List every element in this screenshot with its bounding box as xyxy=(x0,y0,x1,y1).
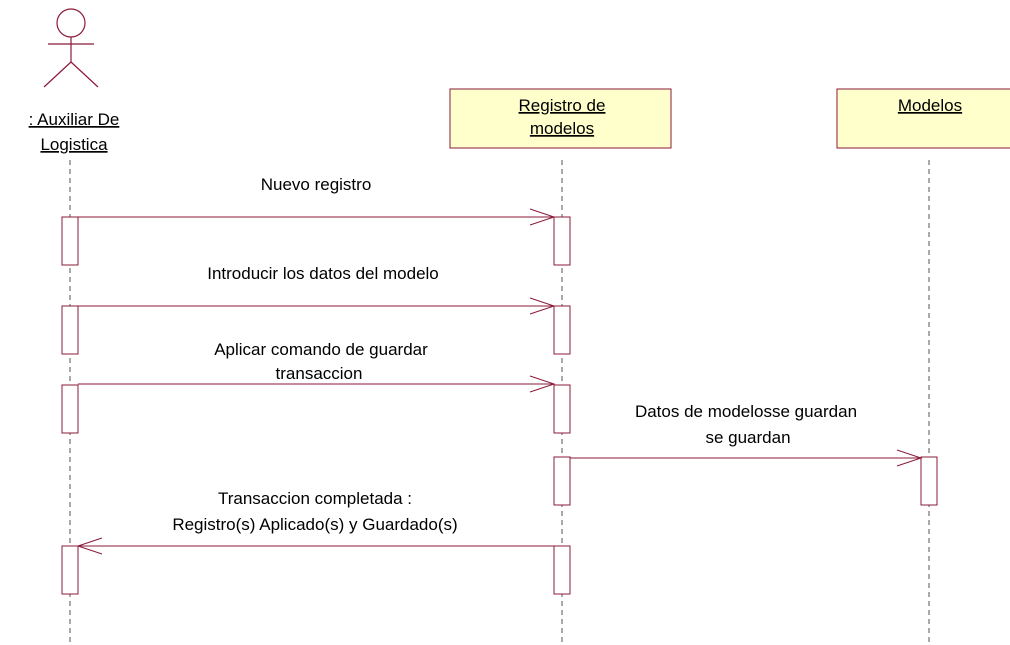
activation-registro-1 xyxy=(553,216,571,266)
message-label-datos-guardan-line1: Datos de modelosse guardan xyxy=(635,402,857,421)
message-arrow-aplicar-comando xyxy=(78,375,556,393)
actor-name-line2: Logistica xyxy=(40,135,108,154)
message-arrow-datos-guardan xyxy=(570,449,923,467)
message-arrow-introducir-datos xyxy=(78,297,556,315)
activation-registro-3 xyxy=(553,384,571,434)
activation-actor-4 xyxy=(61,545,79,595)
message-arrow-transaccion-completada xyxy=(76,537,554,555)
activation-modelos-1 xyxy=(920,456,938,506)
object-registro-line1: Registro de xyxy=(519,96,606,115)
object-modelos-line1: Modelos xyxy=(898,96,962,115)
message-label-introducir-datos: Introducir los datos del modelo xyxy=(207,264,439,283)
activation-actor-1 xyxy=(61,216,79,266)
object-registro-line2: modelos xyxy=(530,119,594,138)
message-label-transaccion-completada-line2: Registro(s) Aplicado(s) y Guardado(s) xyxy=(172,515,457,534)
activation-actor-3 xyxy=(61,384,79,434)
object-box-registro xyxy=(449,88,672,149)
message-label-aplicar-comando-line2: transaccion xyxy=(276,364,363,383)
activation-registro-2 xyxy=(553,305,571,355)
actor-name-line1: : Auxiliar De xyxy=(29,110,120,129)
message-label-datos-guardan-line2: se guardan xyxy=(705,428,790,447)
activation-actor-2 xyxy=(61,305,79,355)
message-label-transaccion-completada-line1: Transaccion completada : xyxy=(218,489,412,508)
object-box-modelos xyxy=(836,88,1010,149)
message-label-nuevo-registro: Nuevo registro xyxy=(261,175,372,194)
message-arrow-nuevo-registro xyxy=(78,208,556,226)
actor-figure xyxy=(43,8,99,88)
message-label-aplicar-comando-line1: Aplicar comando de guardar xyxy=(214,340,428,359)
activation-registro-5 xyxy=(553,545,571,595)
activation-registro-4 xyxy=(553,456,571,506)
